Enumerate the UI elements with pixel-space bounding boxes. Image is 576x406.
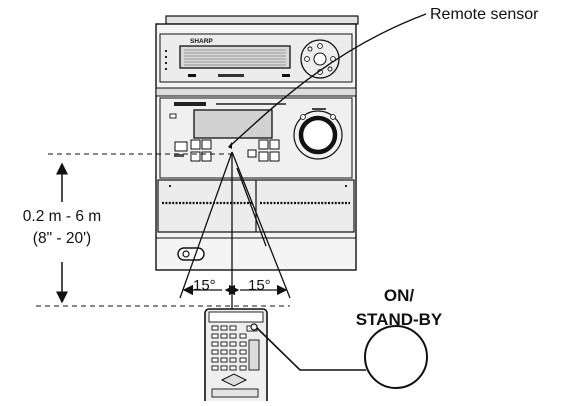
on-standby-label: ON/ STAND-BY [351,284,447,332]
stereo-unit: SHARP [155,15,359,271]
remote-sensor-leader [229,13,427,147]
indicator-dots [164,49,168,71]
volume-knob [298,115,338,155]
angle-left-label: 15° [193,277,216,294]
distance-label: 0.2 m - 6 m (8" - 20') [6,206,118,250]
cd-grille [179,45,291,69]
on-standby-line2: STAND-BY [355,310,443,329]
remote-power-button [250,323,258,331]
power-button-leader [256,327,366,371]
on-standby-line1: ON/ [383,286,415,305]
brand-logo: SHARP [190,38,213,45]
front-buttons-right [247,139,280,162]
grille-lines [184,49,286,66]
distance-metric: 0.2 m - 6 m [22,208,102,225]
headphone-jack [177,247,205,261]
lcd-display [193,109,273,139]
distance-imperial: (8" - 20') [32,230,92,247]
angle-right-label: 15° [248,277,271,294]
on-standby-button-illustration [364,325,428,389]
remote-sensor-label: Remote sensor [430,6,539,23]
remote-control [204,308,268,406]
front-buttons-left [174,139,212,162]
